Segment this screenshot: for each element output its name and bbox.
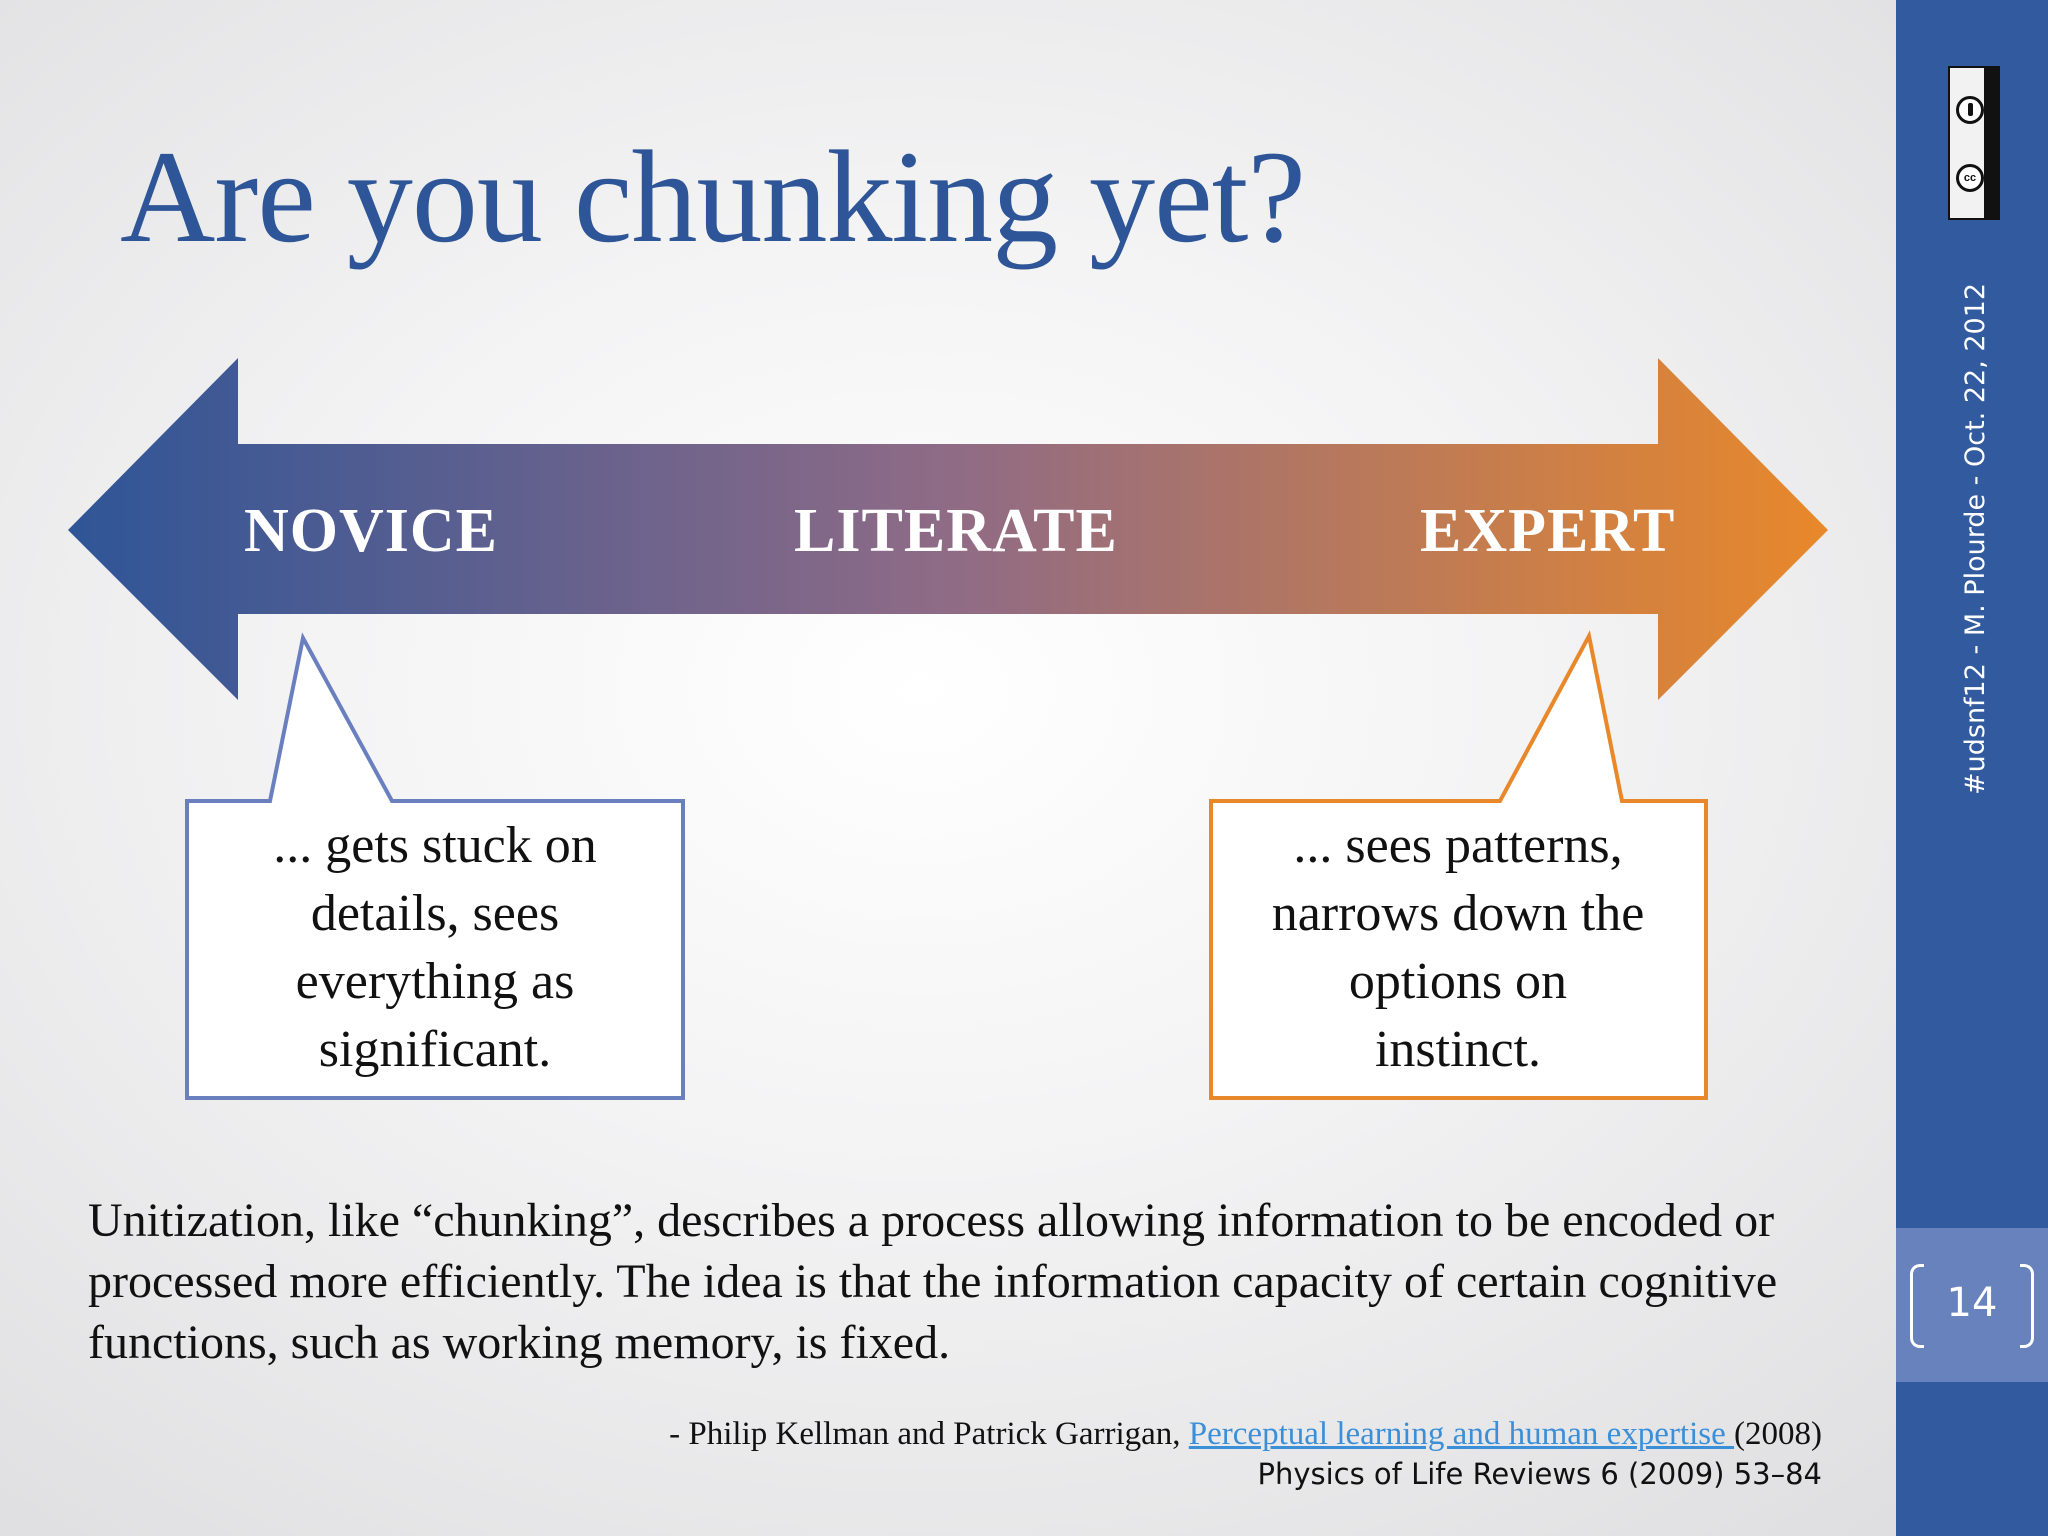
novice-callout-text: ... gets stuck on details, sees everythi… — [200, 812, 670, 1084]
arrow-label-literate: LITERATE — [794, 497, 1118, 565]
citation-link[interactable]: Perceptual learning and human expertise — [1188, 1416, 1735, 1452]
novice-callout-line: details, sees — [310, 885, 560, 942]
expert-callout-line: instinct. — [1374, 1021, 1542, 1078]
novice-callout-line: significant. — [318, 1021, 552, 1078]
expert-callout-line: options on — [1348, 953, 1568, 1010]
citation-authors: - Philip Kellman and Patrick Garrigan, — [669, 1416, 1189, 1452]
novice-callout-line: ... gets stuck on — [273, 817, 597, 874]
expert-callout-line: narrows down the — [1271, 885, 1645, 942]
sidebar-caption: #udsnf12 - M. Plourde - Oct. 22, 2012 — [1960, 282, 1991, 795]
left-brace-icon — [1910, 1264, 1924, 1348]
right-brace-icon — [2020, 1264, 2034, 1348]
expert-callout-text: ... sees patterns, narrows down the opti… — [1213, 812, 1703, 1084]
expert-callout-box — [1209, 630, 1708, 1100]
novice-callout-box — [185, 632, 685, 1100]
citation-year: (2008) — [1734, 1416, 1822, 1452]
novice-expert-double-arrow — [68, 358, 1828, 700]
cc-by-license-icon: BY cc — [1948, 66, 2000, 220]
page-number: 14 — [1946, 1280, 1998, 1326]
callout-shapes — [185, 630, 1708, 1100]
cc-badge-band — [1984, 68, 1998, 218]
cc-logo-icon: cc — [1956, 164, 1984, 192]
page-number-box: 14 — [1896, 1228, 2048, 1382]
arrow-label-novice: NOVICE — [244, 497, 499, 565]
expert-callout-line: ... sees patterns, — [1293, 817, 1623, 874]
novice-callout-line: everything as — [295, 953, 575, 1010]
body-paragraph: Unitization, like “chunking”, describes … — [88, 1194, 1778, 1369]
citation-journal: Physics of Life Reviews 6 (2009) 53–84 — [1257, 1457, 1822, 1491]
slide-title: Are you chunking yet? — [120, 123, 1306, 270]
attribution-person-icon — [1956, 96, 1984, 124]
arrow-label-expert: EXPERT — [1420, 497, 1676, 565]
arrow-shape — [68, 358, 1828, 700]
citation: - Philip Kellman and Patrick Garrigan, P… — [669, 1414, 1822, 1494]
citation-line-1: - Philip Kellman and Patrick Garrigan, P… — [669, 1414, 1822, 1454]
